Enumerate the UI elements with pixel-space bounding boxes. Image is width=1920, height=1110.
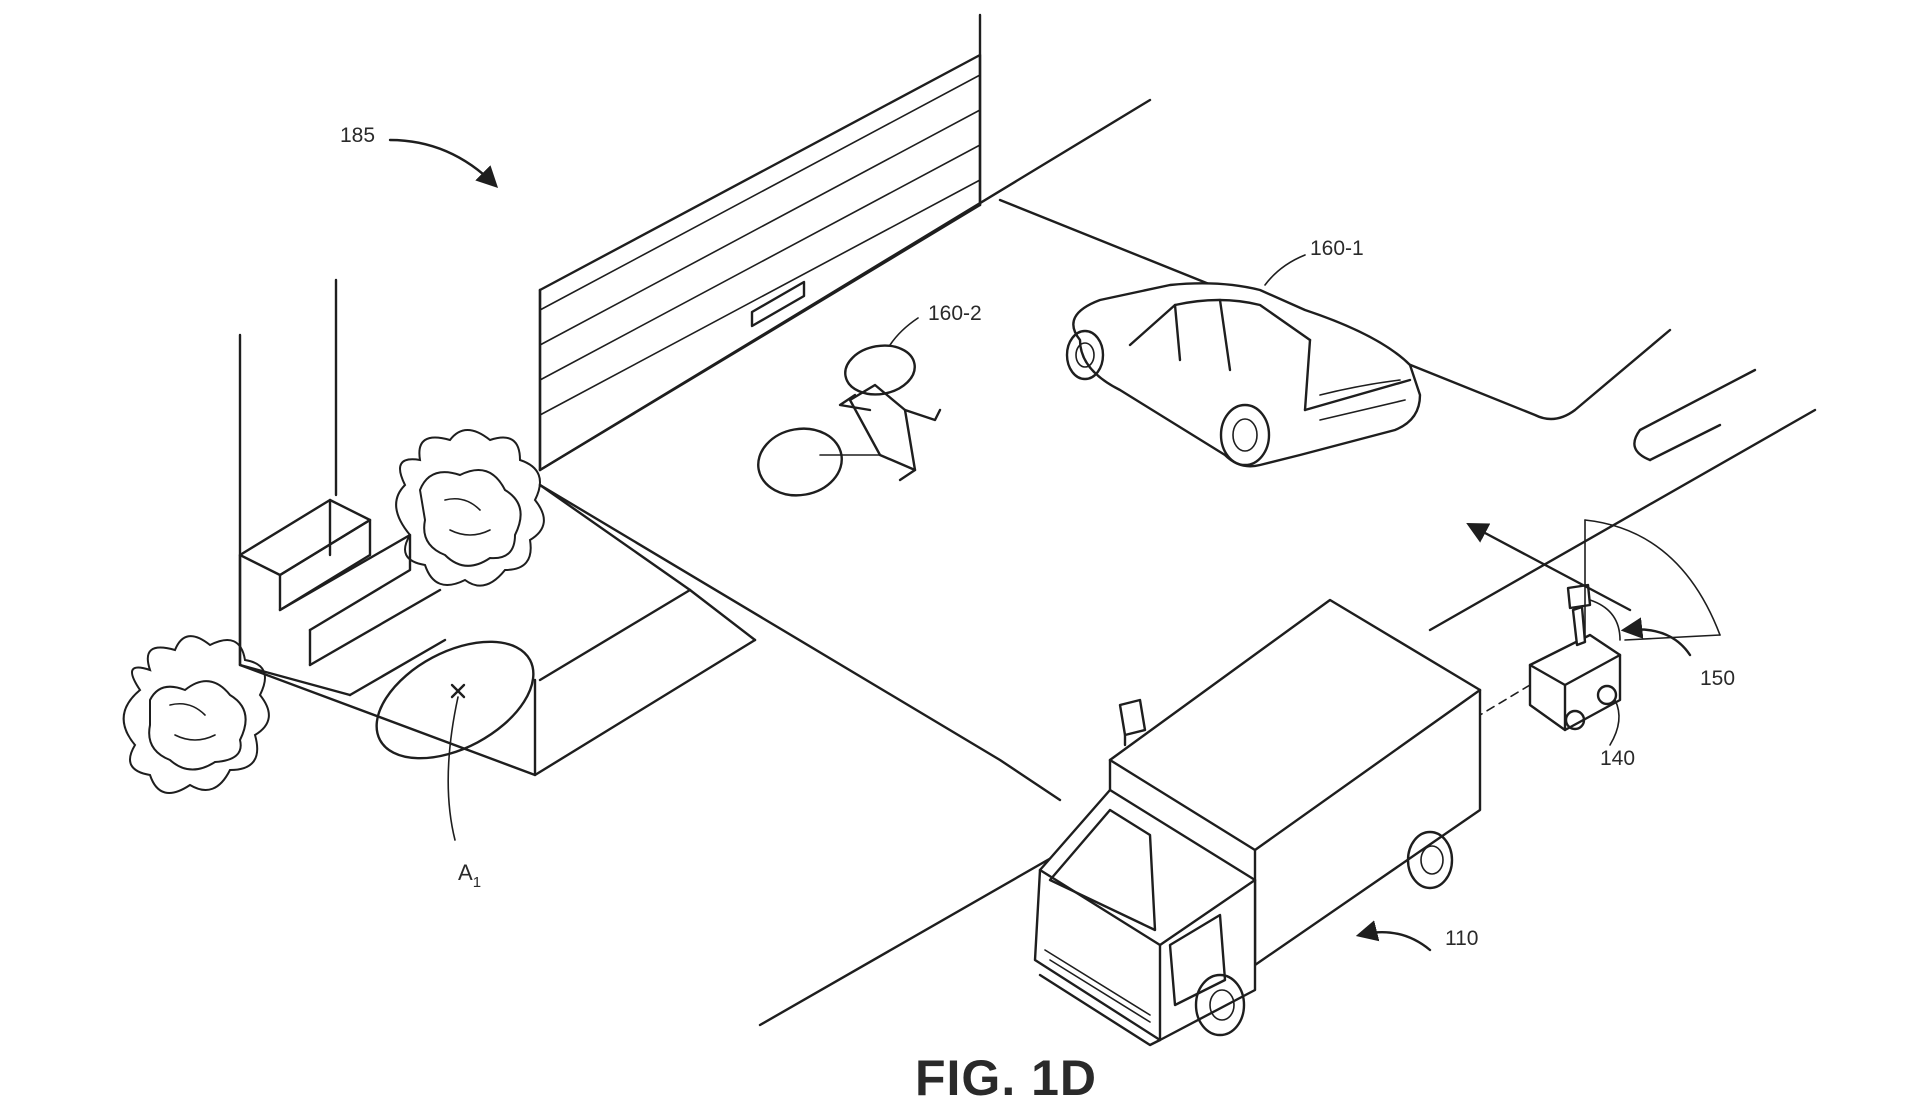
bicycle: [757, 344, 942, 497]
delivery-truck: [1033, 598, 1482, 1047]
label-scene: 185: [340, 124, 375, 147]
bush-left: [122, 635, 270, 794]
car: [1065, 282, 1422, 468]
label-delivery-location-main: A: [458, 860, 473, 885]
robot-sensor-field: [1584, 519, 1721, 641]
robot-heading-arrow: [1466, 522, 1632, 612]
delivery-location-marker: [375, 640, 535, 841]
tether-line: [1479, 684, 1531, 716]
label-car: 160-1: [1310, 237, 1364, 260]
figure-caption: FIG. 1D: [915, 1050, 1097, 1106]
bush-right: [395, 429, 545, 587]
label-robot: 140: [1600, 747, 1635, 770]
road-edges: [758, 368, 1817, 1027]
robot: [1528, 583, 1622, 732]
label-truck: 110: [1445, 927, 1478, 950]
garage-door-handle: [750, 280, 806, 328]
label-delivery-location: A1: [458, 860, 481, 891]
label-sensor-field: 150: [1700, 667, 1735, 690]
label-delivery-location-sub: 1: [473, 874, 481, 891]
front-steps: [238, 498, 447, 697]
label-bicycle: 160-2: [928, 302, 982, 325]
reference-leaders: [388, 138, 1692, 952]
sidewalk-and-driveway: [238, 98, 1672, 802]
